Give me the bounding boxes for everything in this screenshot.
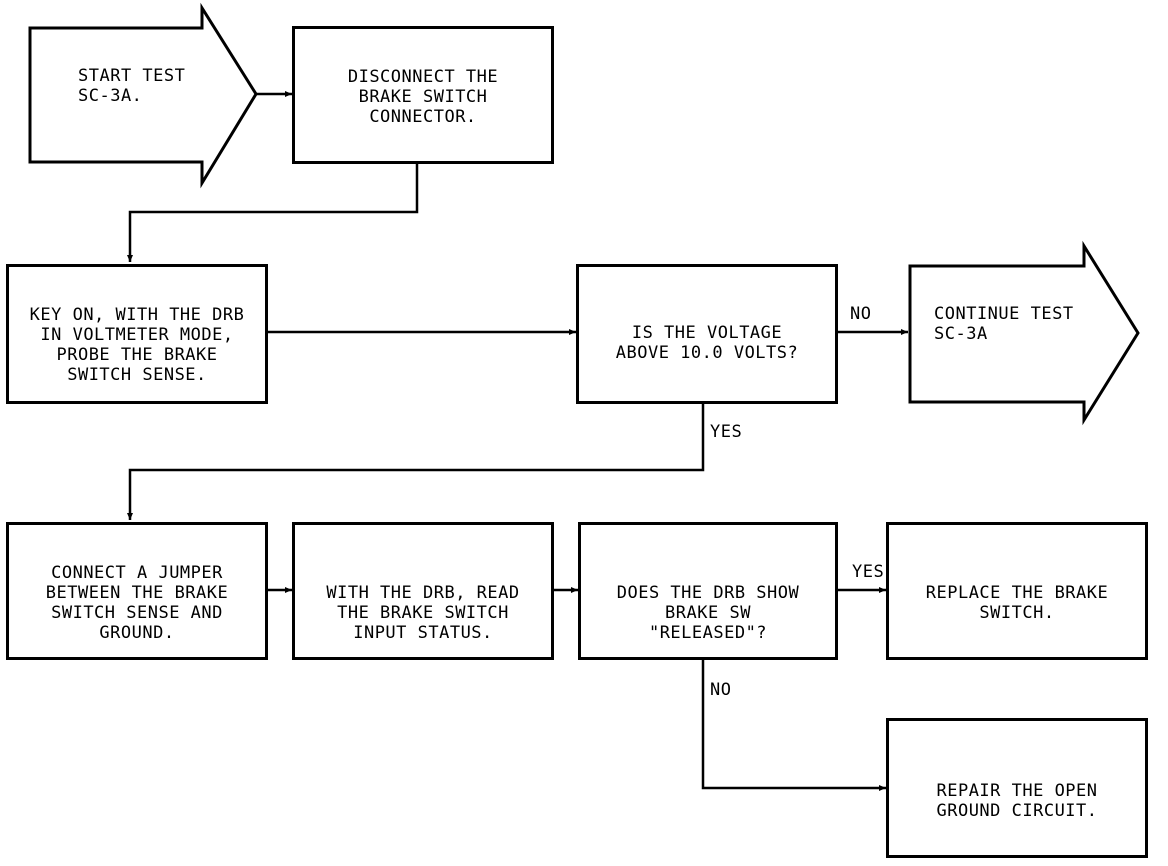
connector-voltage-yes: [127, 404, 705, 520]
read-status-text: WITH THE DRB, READ THE BRAKE SWITCH INPU…: [326, 583, 520, 643]
repair-circuit-text: REPAIR THE OPEN GROUND CIRCUIT.: [936, 781, 1098, 821]
voltage-yes-label: YES: [710, 422, 743, 442]
continue-arrow-shape: [908, 240, 1140, 426]
voltage-decision-box: IS THE VOLTAGE ABOVE 10.0 VOLTS?: [576, 264, 838, 404]
voltage-no-label: NO: [850, 304, 872, 324]
read-status-box: WITH THE DRB, READ THE BRAKE SWITCH INPU…: [292, 522, 554, 660]
disconnect-text: DISCONNECT THE BRAKE SWITCH CONNECTOR.: [347, 67, 499, 127]
connect-jumper-box: CONNECT A JUMPER BETWEEN THE BRAKE SWITC…: [6, 522, 268, 660]
start-arrow-shape: [28, 2, 258, 189]
connect-jumper-text: CONNECT A JUMPER BETWEEN THE BRAKE SWITC…: [45, 563, 229, 643]
released-no-label: NO: [710, 680, 732, 700]
replace-switch-text: REPLACE THE BRAKE SWITCH.: [925, 583, 1109, 623]
key-on-text: KEY ON, WITH THE DRB IN VOLTMETER MODE, …: [29, 305, 245, 385]
connector-released-no: [701, 660, 886, 791]
repair-circuit-box: REPAIR THE OPEN GROUND CIRCUIT.: [886, 718, 1148, 858]
released-decision-box: DOES THE DRB SHOW BRAKE SW "RELEASED"?: [578, 522, 838, 660]
replace-switch-box: REPLACE THE BRAKE SWITCH.: [886, 522, 1148, 660]
start-test-text: START TEST SC-3A.: [78, 66, 186, 106]
disconnect-box: DISCONNECT THE BRAKE SWITCH CONNECTOR.: [292, 26, 554, 164]
released-yes-label: YES: [852, 562, 885, 582]
voltage-question-text: IS THE VOLTAGE ABOVE 10.0 VOLTS?: [615, 323, 799, 363]
continue-test-text: CONTINUE TEST SC-3A: [934, 304, 1074, 344]
released-question-text: DOES THE DRB SHOW BRAKE SW "RELEASED"?: [616, 583, 800, 643]
connector-disconnect-to-keyon: [127, 164, 419, 262]
key-on-box: KEY ON, WITH THE DRB IN VOLTMETER MODE, …: [6, 264, 268, 404]
